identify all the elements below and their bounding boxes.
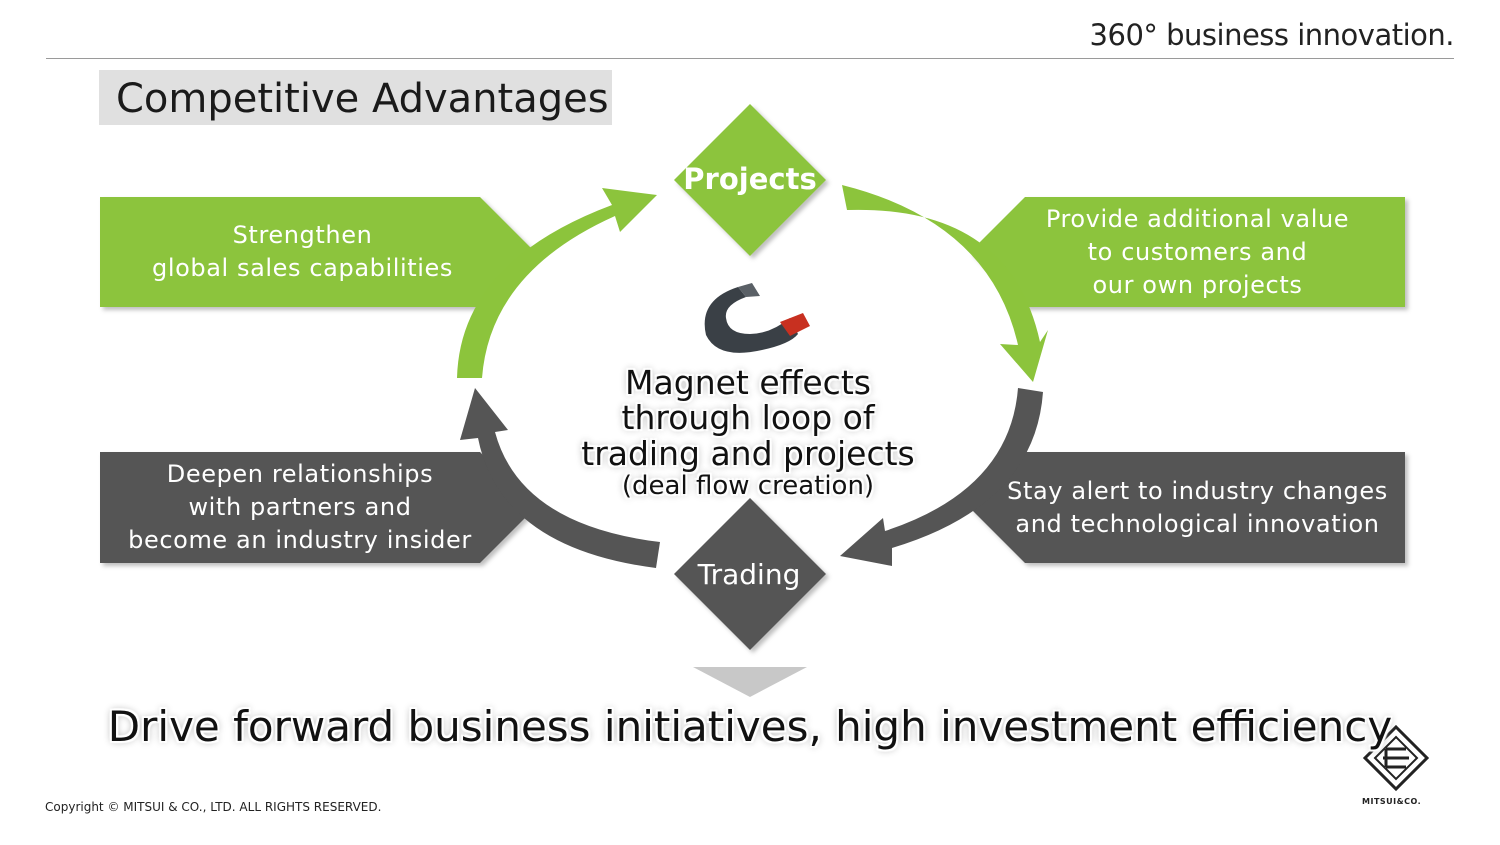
card-bottom-right-shape (970, 452, 1405, 563)
center-text-line-3: trading and projects (581, 434, 915, 473)
card-top-left-shape (100, 197, 535, 307)
card-top-left: Strengthen global sales capabilities (100, 197, 505, 307)
arrow-right-down (842, 185, 1048, 382)
logo-text: MITSUI&CO. (1362, 797, 1422, 806)
tagline: 360° business innovation. (1089, 18, 1455, 52)
card-bottom-left-line-3: become an industry insider (128, 526, 472, 554)
magnet-icon (704, 283, 810, 353)
card-top-right-line-1: Provide additional value (1045, 204, 1350, 233)
projects-diamond (674, 104, 826, 256)
arrow-right-gray (840, 388, 1043, 566)
card-bottom-right-line-2: and technological innovation (1015, 509, 1380, 538)
card-bottom-right-line-1: Stay alert to industry changes (1007, 476, 1388, 505)
card-bottom-right: Stay alert to industry changes and techn… (990, 452, 1405, 563)
mitsui-logo-icon (1362, 724, 1430, 792)
card-bottom-left: Deepen relationships with partners and b… (100, 452, 500, 563)
card-top-right-line-3: our own projects (1092, 270, 1303, 299)
card-top-left-line-2: global sales capabilities (151, 254, 454, 282)
card-top-right-shape (970, 197, 1405, 307)
arrow-left-up (457, 188, 657, 378)
trading-label: Trading (697, 558, 801, 591)
center-text-line-1: Magnet effects (625, 363, 871, 402)
card-bottom-left-line-2: with partners and (188, 493, 412, 521)
card-top-right: Provide additional value to customers an… (995, 197, 1400, 307)
title-background (99, 70, 612, 125)
arrow-left-gray (460, 388, 660, 568)
center-text-line-2: through loop of (621, 398, 875, 437)
header-divider (46, 58, 1454, 59)
page-title: Competitive Advantages (116, 76, 609, 122)
card-bottom-left-shape (100, 452, 535, 563)
center-text-line-4: (deal flow creation) (621, 471, 875, 501)
trading-diamond (674, 498, 826, 650)
projects-label: Projects (683, 162, 817, 196)
card-top-right-line-2: to customers and (1087, 237, 1308, 266)
conclusion-text: Drive forward business initiatives, high… (107, 702, 1393, 751)
card-bottom-left-line-1: Deepen relationships (166, 460, 434, 488)
copyright-text: Copyright © MITSUI & CO., LTD. ALL RIGHT… (45, 800, 382, 814)
card-top-left-line-1: Strengthen (232, 221, 373, 249)
down-chevron-icon (693, 667, 807, 697)
